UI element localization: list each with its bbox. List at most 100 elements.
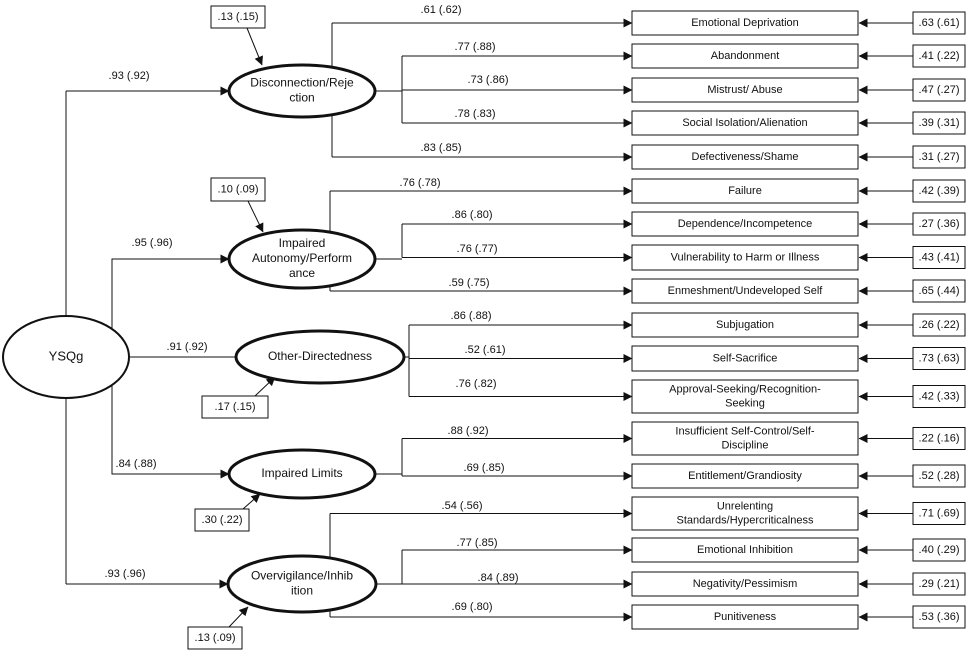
item-loading-disc-0: .61 (.62)	[421, 4, 462, 16]
item-box-limits-1	[631, 463, 859, 489]
item-box-auto-1	[631, 211, 859, 237]
factor-error-arrow-disc	[246, 27, 263, 66]
item-error-box-disc-2	[912, 78, 966, 102]
item-label-other-2-line-0: Approval-Seeking/Recognition-	[669, 383, 821, 395]
root-to-factor-auto	[111, 254, 230, 337]
factor-loading-over: .93 (.96)	[105, 568, 146, 580]
item-error-other-1: .73 (.63)	[919, 352, 960, 364]
item-box-auto-2	[631, 244, 859, 271]
factor-node-over	[226, 554, 378, 614]
item-box-over-0	[631, 496, 859, 531]
factor-loading-limits: .84 (.88)	[116, 458, 157, 470]
item-error-box-over-0	[912, 502, 966, 525]
item-label-other-1-line-0: Self-Sacrifice	[713, 352, 778, 364]
item-error-box-limits-1	[912, 464, 966, 488]
factor-error-limits: .30 (.22)	[202, 514, 243, 526]
item-label-limits-0-line-0: Insufficient Self-Control/Self-	[675, 425, 815, 437]
item-loading-auto-2: .76 (.77)	[457, 243, 498, 255]
factor-node-disc	[227, 63, 377, 119]
item-box-disc-2	[631, 77, 859, 103]
item-label-disc-0-line-0: Emotional Deprivation	[691, 17, 799, 29]
factor-node-other	[234, 329, 406, 385]
item-error-box-other-2	[912, 385, 966, 408]
factor-label-disc-line-1: ction	[289, 91, 314, 105]
item-label-auto-3-line-0: Enmeshment/Undeveloped Self	[668, 285, 824, 297]
item-label-disc-4-line-0: Defectiveness/Shame	[692, 151, 799, 163]
item-box-disc-3	[631, 110, 859, 136]
item-label-over-0-line-0: Unrelenting	[717, 500, 773, 512]
item-error-box-auto-0	[912, 179, 966, 203]
factor-label-auto-line-1: Autonomy/Perform	[252, 251, 352, 265]
item-error-box-disc-3	[912, 111, 966, 135]
item-label-over-1-line-0: Emotional Inhibition	[697, 544, 793, 556]
item-error-disc-1: .41 (.22)	[919, 50, 960, 62]
factor-error-box-other	[201, 395, 269, 419]
item-error-auto-0: .42 (.39)	[919, 185, 960, 197]
item-error-other-0: .26 (.22)	[919, 319, 960, 331]
item-error-box-other-0	[912, 313, 966, 337]
factor-error-box-over	[187, 626, 243, 650]
root-label: YSQg	[49, 348, 84, 363]
factor-error-box-auto	[210, 177, 266, 202]
factor-error-over: .13 (.09)	[195, 632, 236, 644]
item-box-auto-3	[631, 278, 859, 304]
item-label-disc-2-line-0: Mistrust/ Abuse	[707, 84, 782, 96]
factor-loading-auto: .95 (.96)	[132, 237, 173, 249]
item-error-auto-2: .43 (.41)	[919, 251, 960, 263]
factor-error-arrow-other	[254, 376, 276, 397]
item-error-box-other-1	[912, 347, 966, 370]
root-node	[2, 315, 130, 399]
item-label-auto-1-line-0: Dependence/Incompetence	[678, 218, 813, 230]
item-loading-other-0: .86 (.88)	[451, 310, 492, 322]
factor-label-over-line-0: Overvigilance/Inhib	[251, 569, 353, 583]
item-loading-other-2: .76 (.82)	[456, 378, 497, 390]
item-box-other-2	[631, 379, 859, 414]
factor-label-other-line-0: Other-Directedness	[268, 349, 372, 363]
item-error-box-disc-4	[912, 145, 966, 169]
item-box-over-1	[631, 537, 859, 563]
item-box-other-0	[631, 312, 859, 338]
factor-error-box-disc	[210, 5, 266, 29]
factor-loading-other: .91 (.92)	[167, 341, 208, 353]
factor-error-arrow-limits	[242, 493, 261, 510]
factor-node-limits	[227, 448, 377, 500]
item-box-disc-0	[631, 10, 859, 36]
item-error-box-disc-0	[912, 11, 966, 35]
item-error-over-2: .29 (.21)	[919, 578, 960, 590]
item-label-other-2-line-1: Seeking	[725, 397, 765, 409]
item-error-limits-0: .22 (.16)	[919, 432, 960, 444]
item-error-box-disc-1	[912, 44, 966, 68]
item-box-other-1	[631, 345, 859, 372]
item-error-over-3: .53 (.36)	[919, 611, 960, 623]
factor-node-auto	[227, 228, 377, 290]
connector-layer	[65, 18, 913, 628]
item-box-limits-0	[631, 421, 859, 456]
item-label-disc-1-line-0: Abandonment	[711, 50, 780, 62]
item-box-disc-1	[631, 43, 859, 69]
item-loading-over-2: .84 (.89)	[478, 572, 519, 584]
item-label-other-0-line-0: Subjugation	[716, 319, 774, 331]
item-error-auto-1: .27 (.36)	[919, 218, 960, 230]
item-label-over-0-line-1: Standards/Hypercriticalness	[677, 514, 814, 526]
item-label-limits-0-line-1: Discipline	[721, 439, 768, 451]
item-loading-over-0: .54 (.56)	[442, 500, 483, 512]
item-error-disc-4: .31 (.27)	[919, 151, 960, 163]
item-error-box-auto-1	[912, 212, 966, 236]
item-error-over-0: .71 (.69)	[919, 507, 960, 519]
factor-error-disc: .13 (.15)	[218, 11, 259, 23]
item-box-over-3	[631, 604, 859, 630]
item-error-box-limits-0	[912, 427, 966, 450]
item-loading-disc-3: .78 (.83)	[455, 108, 496, 120]
factor-label-auto-line-0: Impaired	[279, 236, 326, 250]
factor-error-auto: .10 (.09)	[218, 183, 259, 195]
factor-label-over-line-1: ition	[291, 584, 313, 598]
item-loading-limits-0: .88 (.92)	[448, 425, 489, 437]
item-loading-over-3: .69 (.80)	[452, 601, 493, 613]
item-loading-disc-2: .73 (.86)	[468, 74, 509, 86]
item-label-disc-3-line-0: Social Isolation/Alienation	[682, 117, 807, 129]
item-error-box-over-3	[912, 605, 966, 629]
factor-label-limits-line-0: Impaired Limits	[261, 466, 342, 480]
item-box-disc-4	[631, 144, 859, 170]
factor-error-other: .17 (.15)	[215, 401, 256, 413]
